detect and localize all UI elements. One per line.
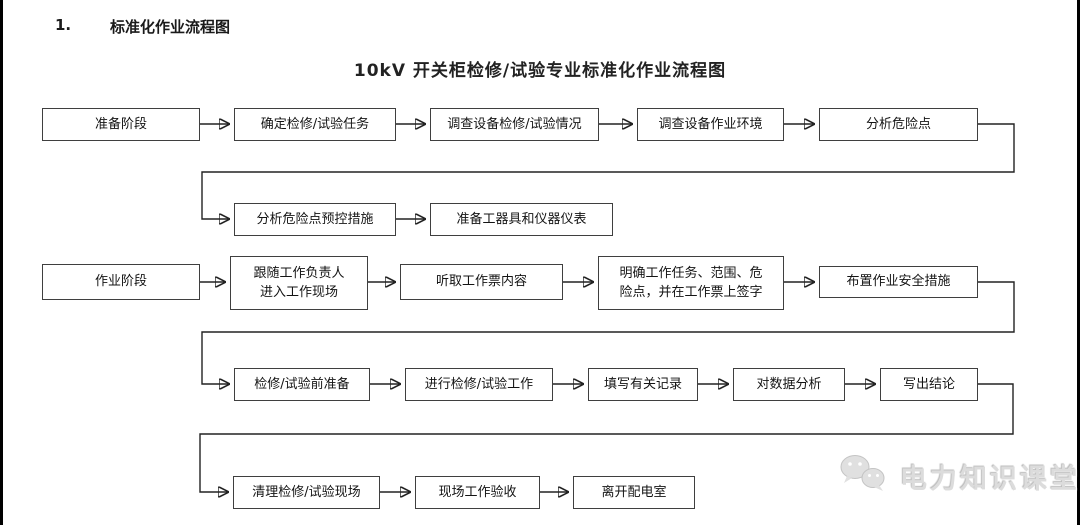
flow-node-survey-condition: 调查设备检修/试验情况: [430, 108, 599, 141]
flow-node-listen-ticket: 听取工作票内容: [400, 264, 563, 300]
flow-node-prepare-tools: 准备工器具和仪器仪表: [430, 203, 613, 236]
section-title: 标准化作业流程图: [110, 18, 231, 36]
watermark: 电力知识课堂: [838, 452, 1080, 500]
section-heading: 1. 标准化作业流程图: [55, 16, 230, 37]
flow-node-prep-stage: 准备阶段: [42, 108, 200, 141]
flow-node-survey-environment: 调查设备作业环境: [637, 108, 784, 141]
flow-node-work-stage: 作业阶段: [42, 264, 200, 300]
left-edge-bar: [0, 0, 3, 525]
flow-node-write-conclusion: 写出结论: [880, 368, 978, 401]
watermark-text: 电力知识课堂: [900, 463, 1080, 495]
flow-node-follow-leader: 跟随工作负责人 进入工作现场: [230, 256, 368, 310]
wechat-chat-bubbles-icon: [838, 452, 890, 500]
flow-node-clarify-tasks: 明确工作任务、范围、危 险点，并在工作票上签字: [598, 256, 784, 310]
flow-node-hazard-control: 分析危险点预控措施: [234, 203, 396, 236]
section-number: 1.: [55, 16, 72, 34]
flow-node-clean-site: 清理检修/试验现场: [233, 476, 380, 509]
flow-node-do-work: 进行检修/试验工作: [405, 368, 553, 401]
flow-node-define-task: 确定检修/试验任务: [234, 108, 396, 141]
right-edge-bar: [1077, 0, 1080, 525]
flow-node-analyze-data: 对数据分析: [733, 368, 845, 401]
flow-node-site-acceptance: 现场工作验收: [415, 476, 540, 509]
flow-node-analyze-hazards: 分析危险点: [819, 108, 978, 141]
diagram-title: 10kV 开关柜检修/试验专业标准化作业流程图: [353, 61, 727, 81]
flow-node-fill-records: 填写有关记录: [588, 368, 698, 401]
flow-node-arrange-safety: 布置作业安全措施: [819, 266, 978, 298]
flow-node-leave-room: 离开配电室: [573, 476, 695, 509]
flow-node-pre-work-prep: 检修/试验前准备: [234, 368, 370, 401]
